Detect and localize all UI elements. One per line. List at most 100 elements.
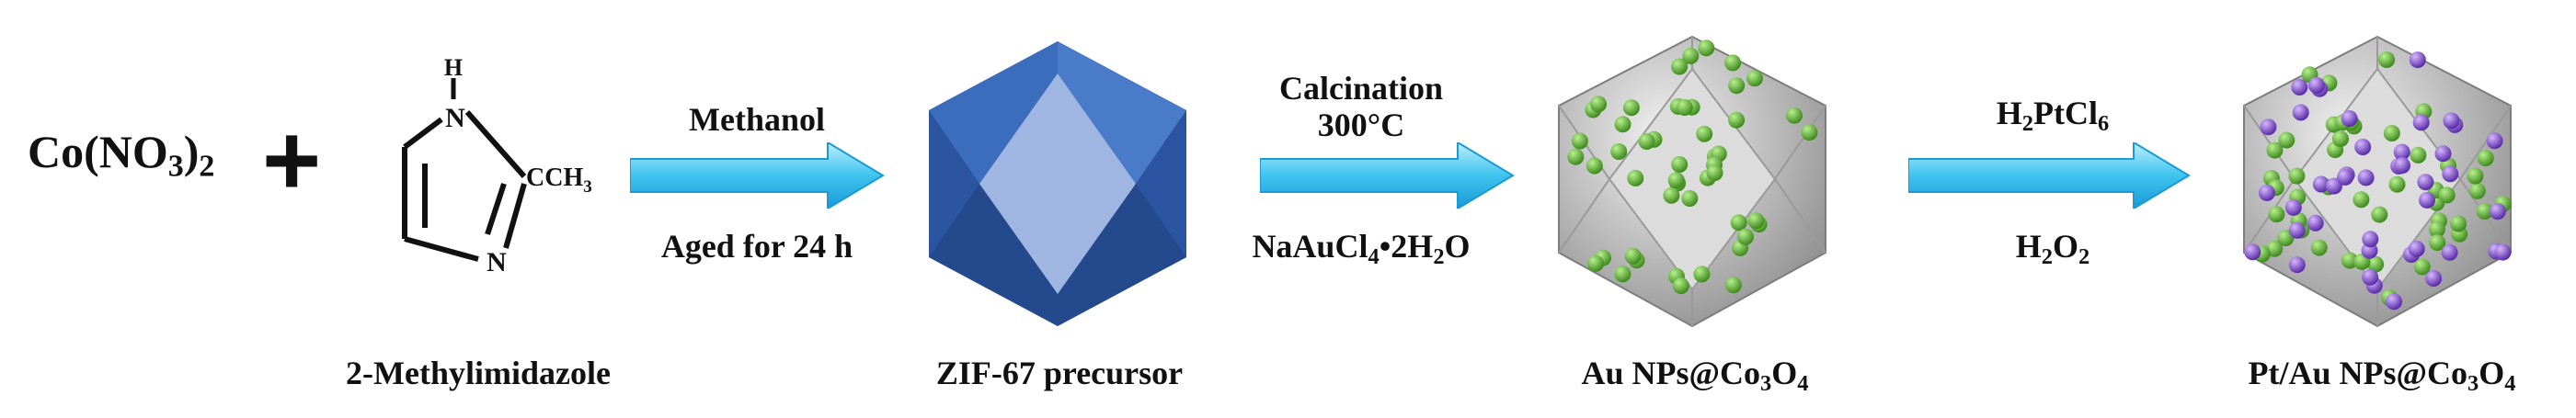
nitrogen-bottom-label: N: [487, 247, 507, 277]
au-nanoparticle: [2332, 130, 2349, 148]
step1-aging-label: Aged for 24 h: [660, 228, 853, 265]
au-nanoparticle: [1627, 169, 1644, 186]
hydrogen-atom-label: H: [444, 54, 463, 81]
pt-nanoparticle: [2489, 203, 2506, 220]
pt-nanoparticle: [2337, 168, 2353, 186]
pt-nanoparticle: [2312, 175, 2330, 193]
au-nanoparticle: [1671, 58, 1689, 75]
au-nanoparticle: [1586, 157, 1603, 175]
au-nanoparticle: [2268, 206, 2285, 223]
pt-nanoparticle: [2441, 243, 2458, 261]
pt-nanoparticle: [2425, 270, 2443, 287]
pt-nanoparticle: [2288, 256, 2306, 274]
au-nanoparticle: [1622, 99, 1640, 117]
pt-nanoparticle: [2417, 174, 2434, 191]
au-nanoparticle: [1746, 70, 1763, 87]
pt-au-co3o4-particle: [2243, 35, 2512, 328]
pt-nanoparticle: [2412, 114, 2430, 131]
au-nanoparticle: [1682, 47, 1700, 64]
step3-peroxide-label: H2O2: [2015, 228, 2090, 269]
step3-platinum-precursor-label: H2PtCl6: [1996, 95, 2110, 136]
pt-nanoparticle: [2393, 143, 2410, 161]
au-nanoparticle: [1587, 254, 1604, 272]
zif67-crystal: [929, 41, 1186, 326]
pt-nanoparticle: [2443, 112, 2460, 130]
au-nanoparticle: [1747, 212, 1765, 230]
pt-nanoparticle: [2362, 231, 2379, 248]
plus-sign: +: [262, 104, 322, 217]
pt-nanoparticle: [2394, 157, 2410, 175]
au-nanoparticle: [1610, 143, 1628, 160]
au-nanoparticle: [2341, 252, 2358, 269]
au-nanoparticle: [2310, 239, 2328, 256]
pt-nanoparticle: [2258, 184, 2275, 201]
au-nanoparticle: [1786, 107, 1803, 124]
au-nanoparticle: [1590, 96, 1608, 113]
pt-nanoparticle: [2486, 132, 2503, 150]
au-nanoparticle: [2388, 175, 2406, 193]
au-nanoparticle: [1728, 77, 1746, 95]
au-nanoparticle: [1724, 54, 1742, 72]
pt-nanoparticle: [2325, 177, 2342, 195]
au-nanoparticle: [2468, 182, 2486, 199]
au-nanoparticle: [2413, 258, 2431, 276]
au-nanoparticle: [1614, 116, 1631, 133]
methyl-group-label: CCH3: [526, 164, 592, 197]
au-nanoparticle: [1681, 190, 1699, 207]
au-nanoparticle: [2429, 234, 2446, 252]
au-nanoparticle: [1676, 99, 1693, 116]
pt-nanoparticle: [2434, 145, 2452, 163]
pt-nanoparticle: [2357, 169, 2375, 186]
au-nanoparticle: [2266, 141, 2284, 159]
au-nanoparticle: [2477, 150, 2494, 167]
pt-nanoparticle: [2354, 139, 2372, 155]
pt-au-co3o4-label: Pt/Au NPs@Co3O4: [2248, 355, 2516, 396]
pt-nanoparticle: [2341, 110, 2358, 127]
au-nanoparticle: [2428, 220, 2445, 238]
pt-nanoparticle: [2291, 78, 2308, 96]
step2-calcination-label: Calcination: [1278, 70, 1444, 107]
au-nanoparticle: [2410, 146, 2427, 164]
au-nanoparticle: [2467, 167, 2484, 185]
au-nanoparticle: [2476, 203, 2493, 220]
pt-nanoparticle: [2409, 51, 2426, 69]
au-nanoparticle: [1706, 164, 1723, 182]
au-nanoparticle: [1696, 125, 1713, 142]
au-nanoparticle: [2278, 131, 2296, 149]
pt-nanoparticle: [2307, 214, 2324, 232]
au-nanoparticle: [1614, 265, 1631, 283]
pt-nanoparticle: [2284, 198, 2302, 216]
pt-nanoparticle: [2419, 191, 2435, 209]
nitrogen-top-label: N: [445, 103, 465, 133]
pt-nanoparticle: [2386, 293, 2402, 311]
methylimidazole-label: 2-Methylimidazole: [346, 355, 611, 391]
au-nanoparticle: [2367, 255, 2385, 273]
pt-nanoparticle: [2260, 119, 2277, 136]
au-nanoparticle: [2438, 186, 2456, 204]
step1-arrow: [630, 142, 885, 209]
pt-nanoparticle: [2307, 76, 2325, 94]
au-nanoparticle: [1801, 124, 1818, 141]
au-nanoparticle: [1730, 214, 1747, 232]
step3-arrow: [1908, 142, 2191, 209]
pt-nanoparticle: [2288, 221, 2306, 239]
au-nanoparticle: [2288, 167, 2306, 185]
au-nanoparticle: [2383, 125, 2400, 141]
au-nanoparticle: [2371, 206, 2388, 223]
au-nanoparticle: [1638, 133, 1655, 150]
au-nanoparticle: [1667, 172, 1685, 189]
au-co3o4-particle: [1558, 35, 1826, 328]
step2-arrow: [1260, 142, 1515, 209]
au-nanoparticle: [1698, 40, 1715, 57]
zif67-label: ZIF-67 precursor: [935, 355, 1184, 391]
pt-nanoparticle: [2362, 268, 2379, 286]
au-nanoparticle: [1567, 148, 1585, 165]
au-nanoparticle: [2378, 51, 2396, 68]
au-co3o4-label: Au NPs@Co3O4: [1581, 355, 1809, 396]
step2-temperature-label: 300°C: [1317, 107, 1405, 143]
au-nanoparticle: [2353, 191, 2370, 209]
step1-solvent-label: Methanol: [689, 101, 825, 138]
pt-nanoparticle: [2244, 243, 2261, 261]
step2-gold-precursor-label: NaAuCl4•2H2O: [1252, 228, 1471, 269]
pt-nanoparticle: [2442, 165, 2459, 183]
